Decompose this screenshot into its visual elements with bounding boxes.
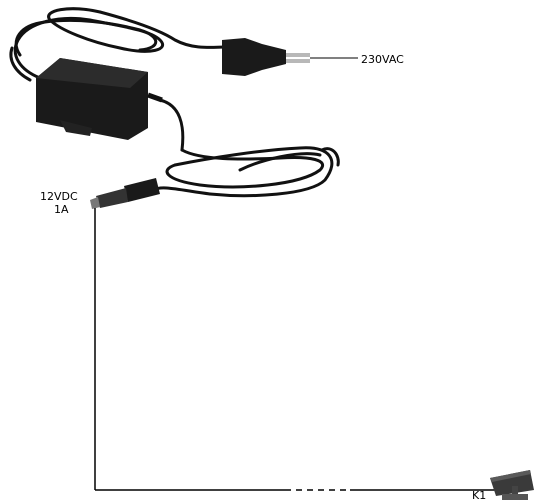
euro-plug-icon [222, 38, 310, 76]
power-adapter-icon [36, 58, 163, 140]
dc-cable [153, 98, 340, 198]
camera-label: K1 [472, 489, 487, 502]
output-current-label: 1A [54, 203, 69, 216]
cctv-camera-icon [490, 470, 534, 500]
dc-jack-icon [90, 178, 160, 209]
output-voltage-label: 12VDC [40, 190, 78, 203]
dc-wiring-line [94, 208, 500, 491]
ac-cable [9, 7, 227, 82]
mains-voltage-label: 230VAC [361, 53, 404, 66]
